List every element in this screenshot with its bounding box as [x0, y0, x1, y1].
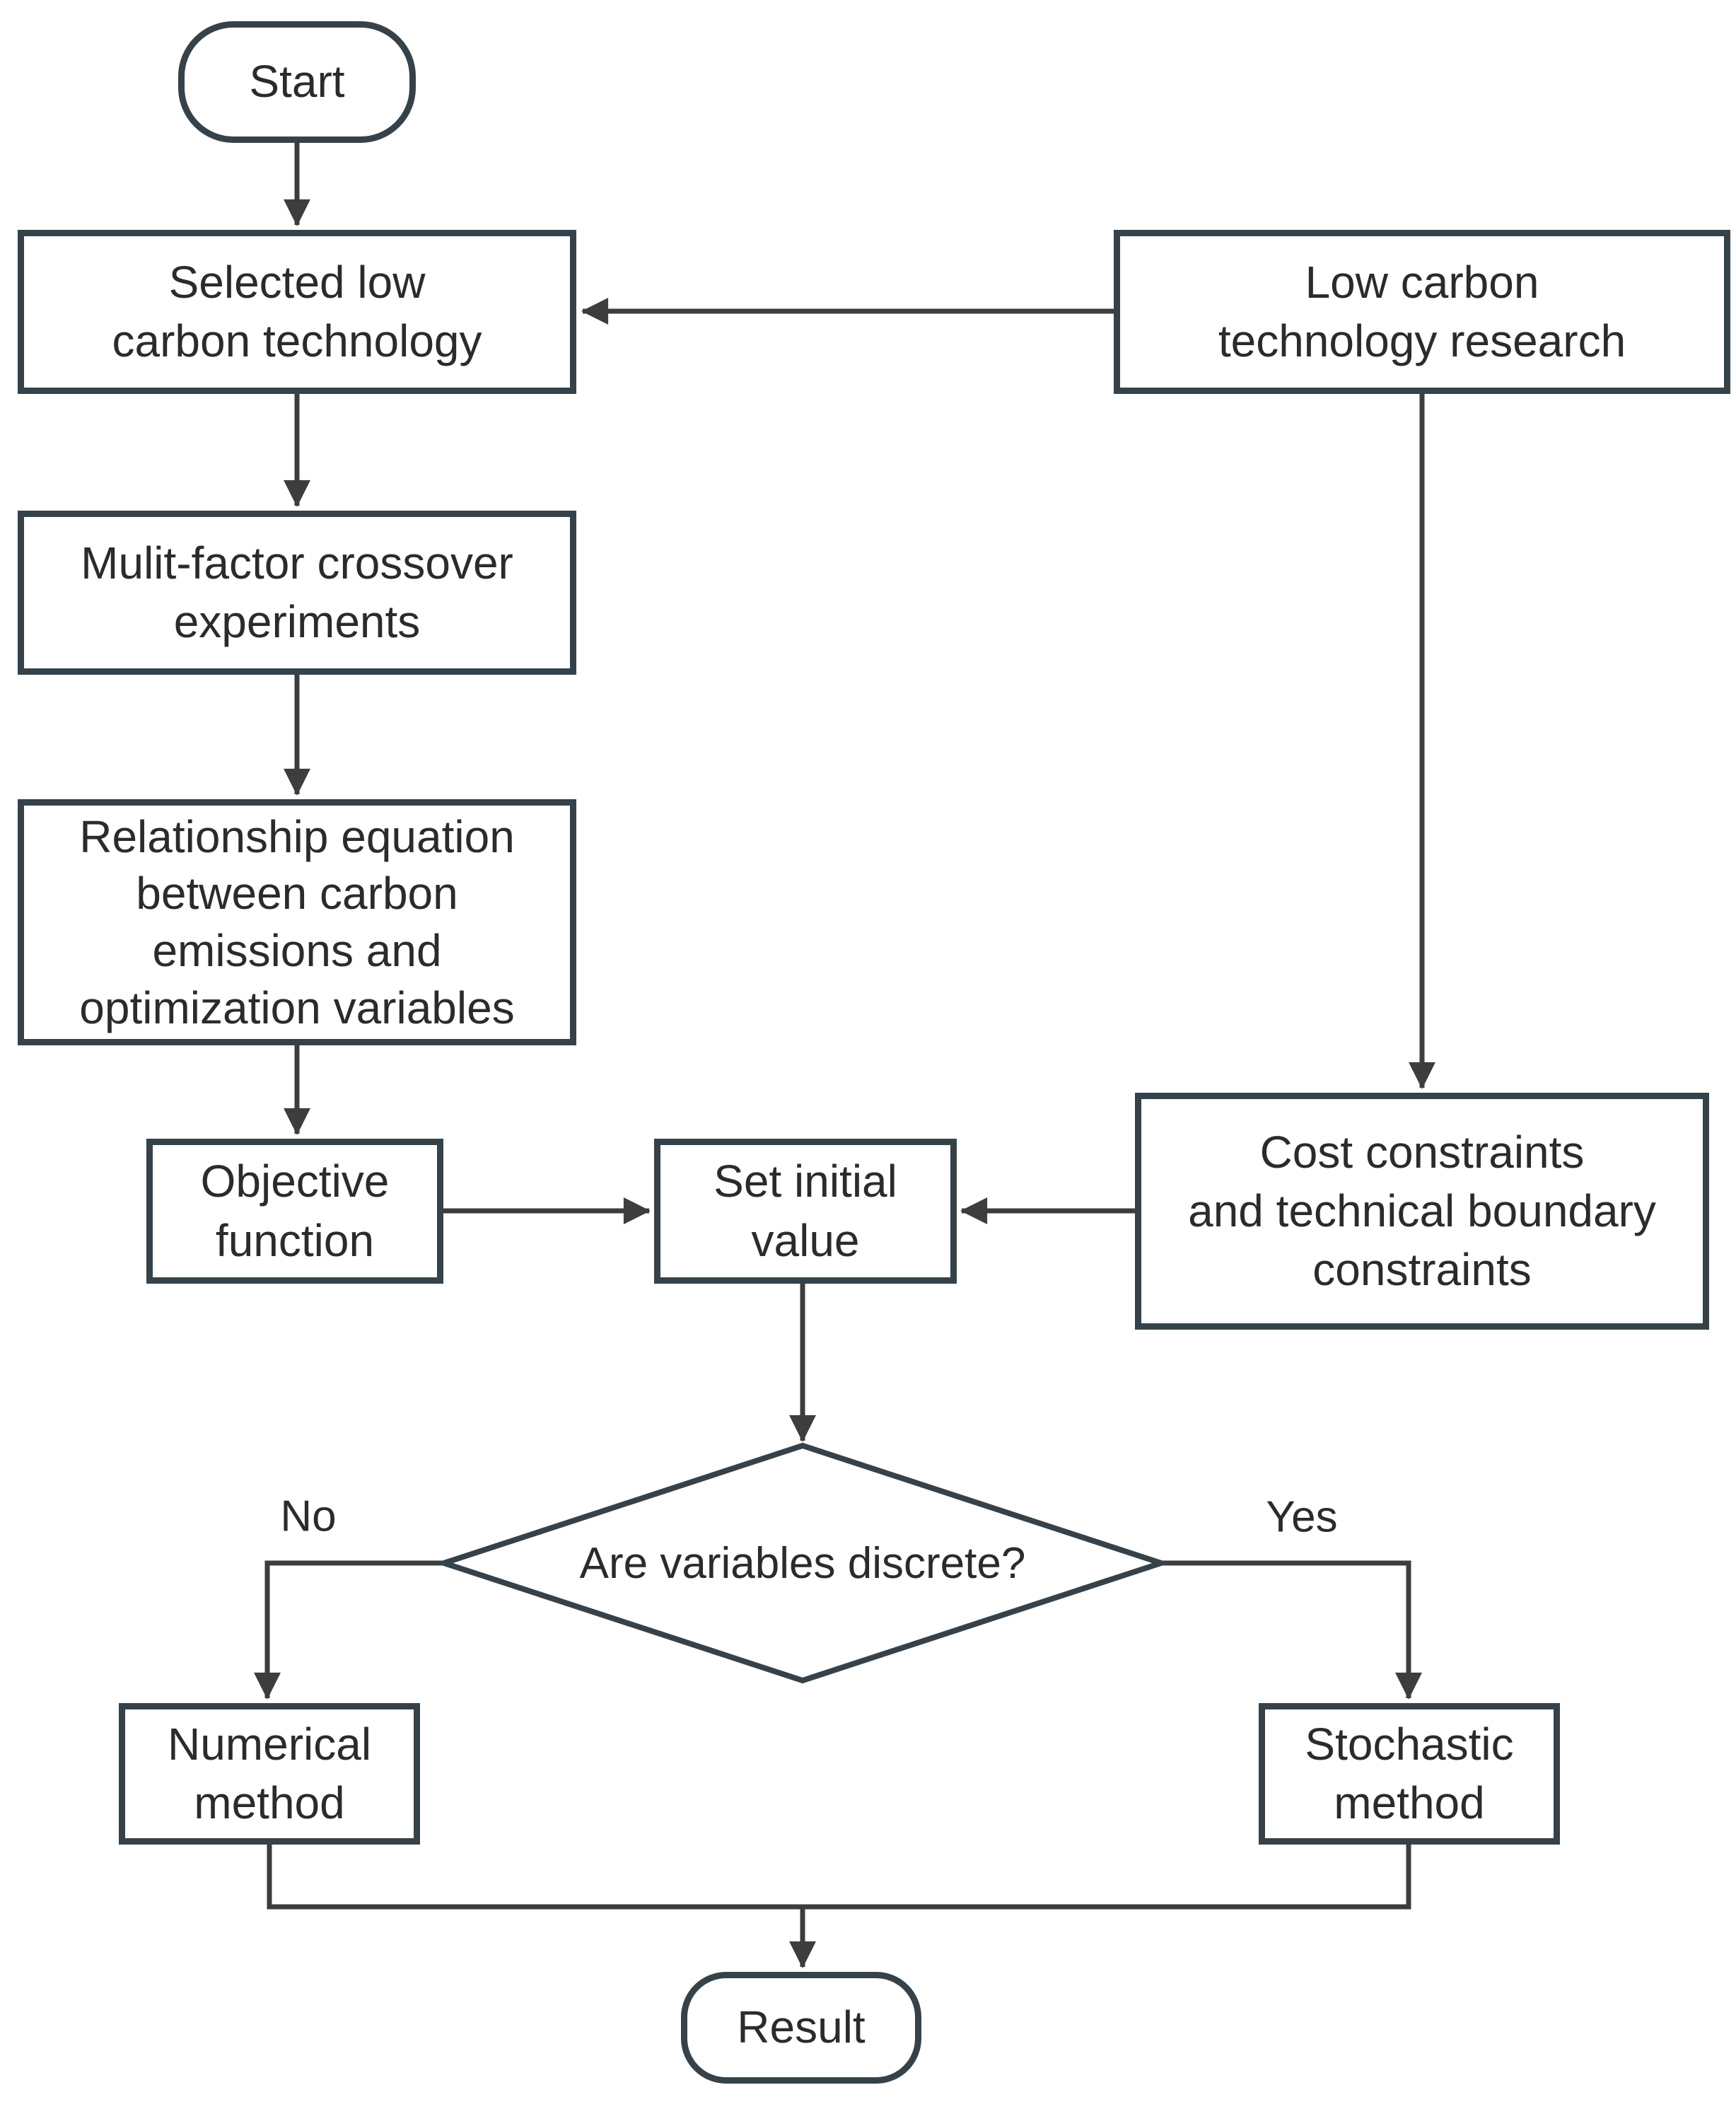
node-result: Result [681, 1972, 921, 2084]
node-relationship-equation: Relationship equation between carbon emi… [18, 799, 576, 1045]
node-selected-low-carbon-technology: Selected low carbon technology [18, 230, 576, 394]
node-set-initial-value: Set initial value [654, 1139, 957, 1284]
node-are-variables-discrete: Are variables discrete? [579, 1538, 1026, 1588]
edge-label-no: No [280, 1492, 337, 1541]
edge-diamond-yes-branch [1160, 1560, 1422, 1700]
node-numerical-method: Numerical method [119, 1703, 420, 1845]
node-start: Start [178, 21, 416, 143]
node-cost-constraints: Cost constraints and technical boundary … [1135, 1093, 1709, 1330]
edge-label-yes: Yes [1266, 1492, 1338, 1542]
decision-diamond-shape [435, 1442, 1170, 1684]
node-stochastic-method: Stochastic method [1259, 1703, 1560, 1845]
node-objective-function: Objective function [146, 1139, 443, 1284]
node-multi-factor-crossover-experiments: Mulit-factor crossover experiments [18, 511, 576, 675]
node-low-carbon-technology-research: Low carbon technology research [1114, 230, 1730, 394]
edge-diamond-no-branch [254, 1560, 445, 1700]
edge-merge-line [267, 1845, 1411, 1910]
